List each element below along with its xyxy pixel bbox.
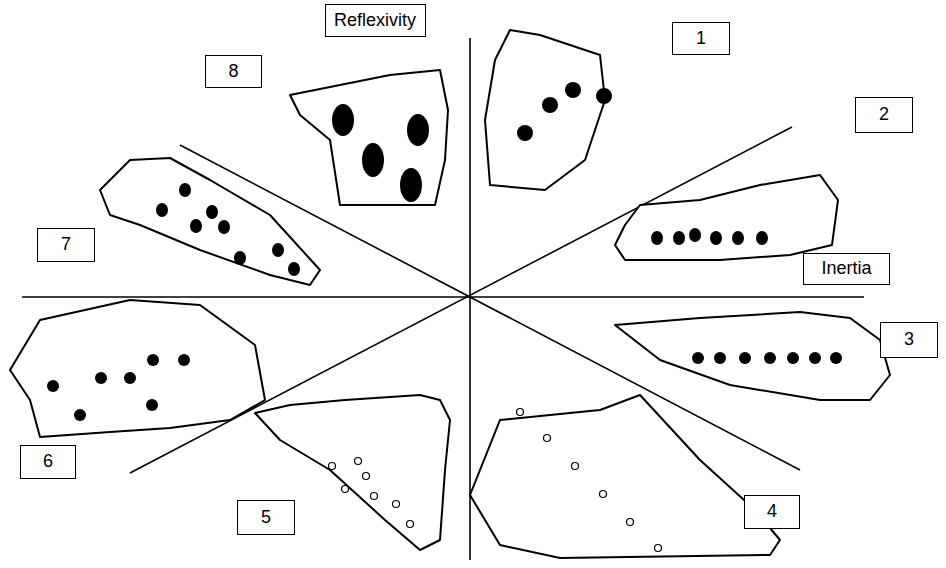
sector-line [22,296,864,298]
box-text: 3 [904,330,914,350]
sector-number-box: 7 [37,228,95,262]
sector-number-box: 3 [880,322,938,358]
stone-fragment [615,175,838,260]
open-cup-marks [329,409,662,552]
sector-number-box: 1 [672,22,730,55]
box-text: Reflexivity [334,11,416,31]
sector-number-box: 2 [855,97,913,133]
stone-fragment [290,70,448,205]
sector-line [469,38,471,560]
stone-fragment [10,300,265,437]
box-text: 4 [767,502,777,522]
sector-number-box: 6 [20,445,76,479]
sector-number-box: 5 [237,500,295,535]
stone-fragment [615,312,890,400]
box-text: 6 [43,452,53,472]
box-text: 2 [879,105,889,125]
box-text: 8 [228,62,238,82]
box-text: Inertia [821,259,871,279]
sector-number-box: 8 [205,55,262,88]
sector-number-box: 4 [744,495,800,529]
stone-fragment [485,30,605,190]
box-text: 1 [696,29,706,49]
term-label-box: Reflexivity [325,4,426,37]
term-label-box: Inertia [803,253,890,285]
cup-marks [47,82,842,421]
stone-fragment [100,158,320,285]
box-text: 7 [61,235,71,255]
box-text: 5 [261,508,271,528]
sector-lines [22,38,864,560]
stone-fragment [470,395,780,558]
